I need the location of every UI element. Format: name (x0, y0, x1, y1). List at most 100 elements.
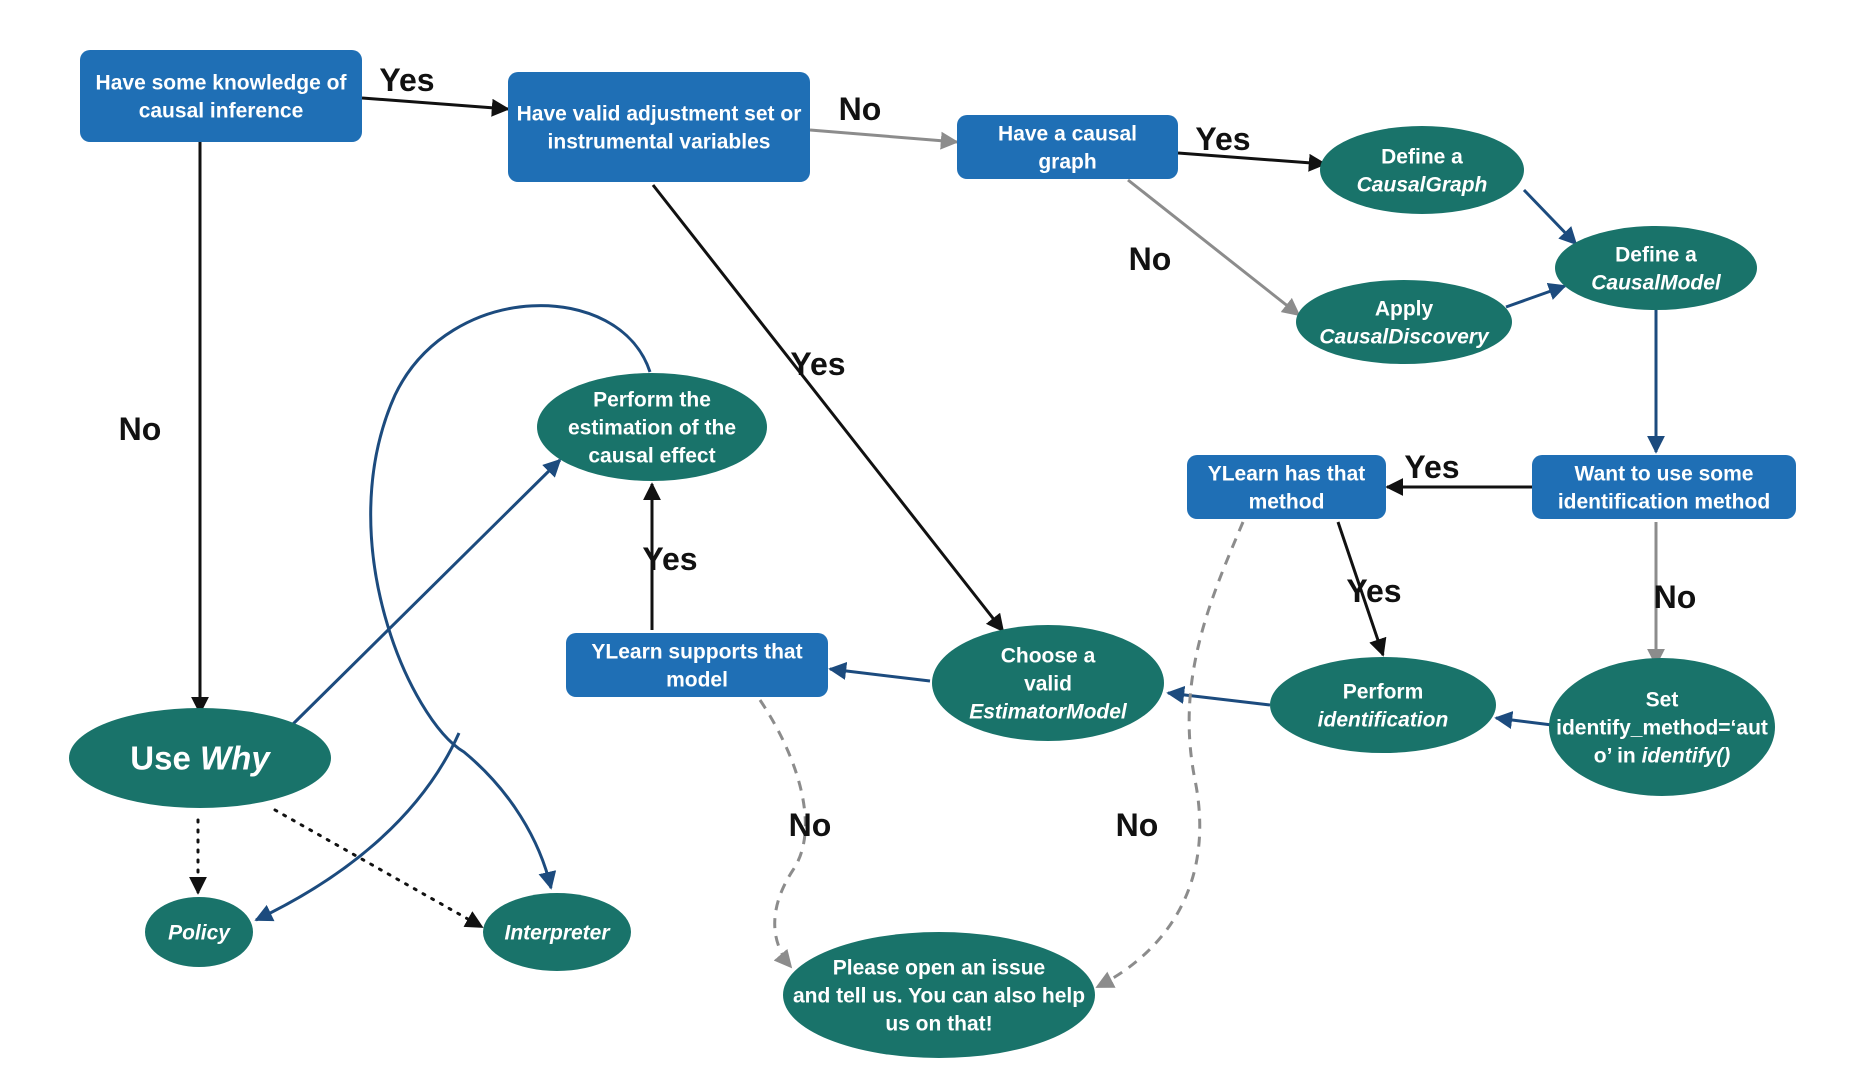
node-valid-adjustment: Have valid adjustment set or instrumental… (508, 72, 810, 182)
edge-set-to-identification (1494, 711, 1553, 729)
node-have-knowledge: Have some knowledge of causal inference (80, 50, 362, 142)
node-ellipse (1320, 126, 1524, 214)
edge-label-no-want-to-set: No (1654, 579, 1697, 615)
node-want-identification: Want to use some identification method (1532, 455, 1796, 519)
node-label-line: identification method (1558, 490, 1770, 513)
node-ellipse (1555, 226, 1757, 310)
node-box (1532, 455, 1796, 519)
edge-estimation-to-interpreter (369, 304, 652, 890)
node-set-identify: Set identify_method=‘aut o’ in identify() (1549, 658, 1775, 796)
edge-label-no-knowledge-to-why: No (119, 411, 162, 447)
edge-label-yes-knowledge-to-adjustment: Yes (379, 62, 434, 98)
edge-label-no-adjustment-to-graph: No (839, 91, 882, 127)
node-ellipse (145, 897, 253, 967)
node-ellipse (783, 932, 1095, 1058)
node-ellipse (932, 625, 1164, 741)
edge-why-to-interpreter (273, 808, 484, 929)
node-label-line: valid (1024, 672, 1072, 695)
node-label-line: o’ in identify() (1594, 744, 1731, 767)
edge-identification-to-estimator (1166, 685, 1271, 707)
edge-estimator-to-supports (828, 661, 931, 683)
node-label-line: instrumental variables (548, 130, 771, 153)
node-ellipse (1270, 657, 1496, 753)
node-label-line: model (666, 668, 728, 691)
node-label-line: Policy (168, 921, 231, 944)
node-causal-graph: Have a causal graph (957, 115, 1178, 179)
node-label-line: causal inference (139, 99, 304, 122)
node-label-line: Define a (1381, 145, 1463, 168)
node-open-issue: Please open an issue and tell us. You can… (783, 932, 1095, 1058)
edge-label-yes-adjustment-to-estimator: Yes (790, 346, 845, 382)
node-label-line: Interpreter (504, 921, 611, 944)
edge-adjustment-to-graph (809, 128, 959, 150)
node-label-line: method (1249, 490, 1325, 513)
edge-label-no-graph-to-discovery: No (1129, 241, 1172, 277)
node-ellipse (69, 708, 331, 808)
node-label-line: YLearn supports that (591, 640, 802, 663)
node-label-line: identification (1318, 708, 1449, 731)
node-label-line: EstimatorModel (969, 700, 1128, 723)
node-box (1187, 455, 1386, 519)
edge-label-yes-method-to-perform: Yes (1346, 573, 1401, 609)
node-label-line: Want to use some (1575, 462, 1754, 485)
node-label-line: Define a (1615, 243, 1697, 266)
edge-estimation-to-policy (254, 732, 461, 922)
edge-label-no-method-to-issue: No (1116, 807, 1159, 843)
node-ellipse (483, 893, 631, 971)
node-label-line: estimation of the (568, 416, 736, 439)
node-label-line: Have a causal (998, 122, 1137, 145)
edge-define-graph-to-model (1522, 188, 1578, 246)
node-label-line: Choose a (1001, 644, 1096, 667)
node-label-line: Have some knowledge of (96, 71, 348, 94)
edge-label-yes-want-to-method: Yes (1404, 449, 1459, 485)
edge-label-yes-supports-to-estimation: Yes (642, 541, 697, 577)
node-label-line: CausalDiscovery (1319, 325, 1490, 348)
node-define-model: Define a CausalModel (1555, 226, 1757, 310)
edge-supports-to-issue (758, 699, 807, 969)
edge-discovery-to-model (1505, 282, 1567, 309)
node-ylearn-supports: YLearn supports that model (566, 633, 828, 697)
node-box (508, 72, 810, 182)
node-label-line: Use Why (130, 740, 271, 777)
edge-label-no-supports-to-issue: No (789, 807, 832, 843)
node-label-line: Perform (1343, 680, 1424, 703)
node-box (957, 115, 1178, 179)
edge-label-yes-graph-to-define: Yes (1195, 121, 1250, 157)
node-box (566, 633, 828, 697)
node-ellipse (537, 373, 767, 481)
edge-method-to-issue (1095, 521, 1245, 989)
edge-knowledge-to-adjustment (361, 96, 510, 117)
node-use-why: Use Why (69, 708, 331, 808)
node-label-line: CausalGraph (1357, 173, 1488, 196)
edge-graph-to-discovery (1127, 178, 1301, 317)
node-label-line: us on that! (885, 1012, 992, 1035)
edge-adjustment-to-estimator (651, 184, 1005, 633)
node-ylearn-method: YLearn has that method (1187, 455, 1386, 519)
edge-graph-to-define-graph (1177, 151, 1327, 172)
node-ellipse (1296, 280, 1512, 364)
node-policy: Policy (145, 897, 253, 967)
node-label-line: Please open an issue (833, 956, 1045, 979)
node-label-line: graph (1038, 150, 1096, 173)
node-box (80, 50, 362, 142)
node-label-line: CausalModel (1591, 271, 1722, 294)
node-label-line: Have valid adjustment set or (517, 102, 802, 125)
node-label-line: Set (1646, 688, 1679, 711)
node-label-line: identify_method=‘aut (1556, 716, 1768, 739)
node-label-line: Apply (1375, 297, 1434, 320)
node-label-line: and tell us. You can also help (793, 984, 1085, 1007)
edge-method-to-identification (1336, 521, 1387, 657)
edge-why-to-estimation (290, 458, 562, 727)
node-perform-identification: Perform identification (1270, 657, 1496, 753)
node-interpreter: Interpreter (483, 893, 631, 971)
node-label-line: YLearn has that (1208, 462, 1366, 485)
node-label-line: causal effect (588, 444, 715, 467)
node-ellipse (1549, 658, 1775, 796)
node-define-graph: Define a CausalGraph (1320, 126, 1524, 214)
